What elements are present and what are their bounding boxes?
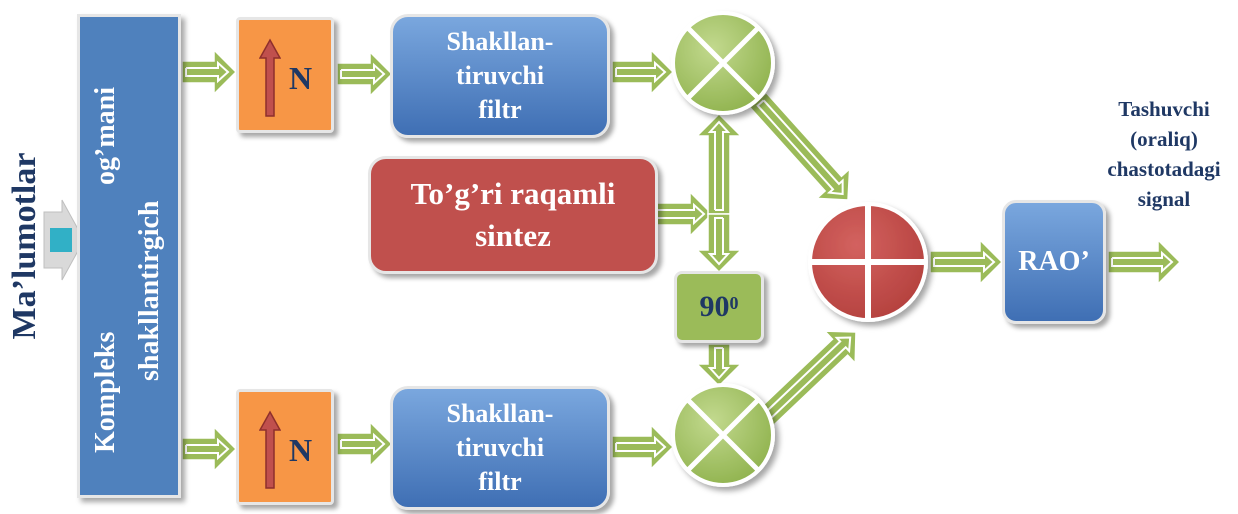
phase-shift-value: 90: [699, 290, 730, 323]
adder: [808, 202, 928, 322]
filter-bottom-line1: Shakllan-: [446, 399, 554, 428]
arrow-filter-to-mixer-bottom: [611, 423, 675, 471]
arrow-adder-to-dac: [929, 238, 1004, 286]
output-label: Tashuvchi (oraliq) chastotadagi signal: [1084, 94, 1238, 214]
filter-bottom-line2: tiruvchi: [455, 433, 545, 462]
mixer-bottom: [671, 383, 775, 487]
filter-top-line2: tiruvchi: [455, 61, 545, 90]
arrow-mixer-bottom-to-adder: [749, 330, 857, 435]
dds-line2: sintez: [475, 218, 551, 253]
output-line4: signal: [1137, 187, 1191, 211]
phase-shift-superscript: 0: [729, 292, 739, 313]
mapper-line2: shakllantirgich: [134, 200, 165, 381]
mapper-line1-right: og’mani: [90, 87, 121, 185]
filter-bottom-line3: filtr: [478, 467, 522, 496]
shaping-filter-top: Shakllan- tiruvchi filtr: [390, 14, 610, 138]
dds-block: To’g’ri raqamli sintez: [368, 156, 658, 274]
arrow-dds-to-mixer-top: [695, 112, 743, 215]
dds-line1: To’g’ri raqamli: [410, 176, 616, 211]
arrow-dac-to-output: [1107, 238, 1182, 286]
complex-mapper-block: [77, 14, 181, 498]
filter-top-line3: filtr: [478, 95, 522, 124]
arrow-phase-to-mixer-bottom: [695, 343, 743, 388]
upsampler-top-label: N: [289, 60, 313, 96]
arrow-filter-to-mixer-top: [611, 48, 675, 96]
output-line2: (oraliq): [1130, 127, 1198, 151]
arrow-mapper-to-upsampler-top: [181, 48, 238, 96]
mapper-line1-left: Kompleks: [90, 331, 121, 453]
arrow-dds-to-phase: [695, 213, 743, 274]
upsampler-bottom: N: [236, 389, 334, 505]
arrow-mixer-top-to-adder: [748, 91, 851, 201]
arrow-mapper-to-upsampler-bottom: [181, 425, 238, 473]
input-arrow: [43, 199, 85, 281]
input-label: Ma’lumotlar: [6, 152, 43, 340]
dac-label: RAO’: [1018, 246, 1090, 277]
mixer-top: [671, 11, 775, 115]
complex-mapper-text: Kompleks og’mani shakllantirgich: [84, 17, 174, 501]
upsampler-top: N: [236, 17, 334, 133]
arrow-dds-to-split: [649, 190, 714, 238]
filter-top-line1: Shakllan-: [446, 27, 554, 56]
upsampler-bottom-label: N: [289, 432, 313, 468]
arrow-upsampler-to-filter-top: [336, 50, 394, 98]
arrow-upsampler-to-filter-bottom: [336, 420, 394, 468]
output-line3: chastotadagi: [1107, 157, 1221, 181]
up-arrow-icon: [259, 410, 281, 489]
arrows-layer: [181, 48, 1182, 473]
up-arrow-icon: [259, 38, 281, 117]
shaping-filter-bottom: Shakllan- tiruvchi filtr: [390, 386, 610, 510]
output-line1: Tashuvchi: [1118, 97, 1210, 121]
dac-block: RAO’: [1002, 200, 1106, 324]
